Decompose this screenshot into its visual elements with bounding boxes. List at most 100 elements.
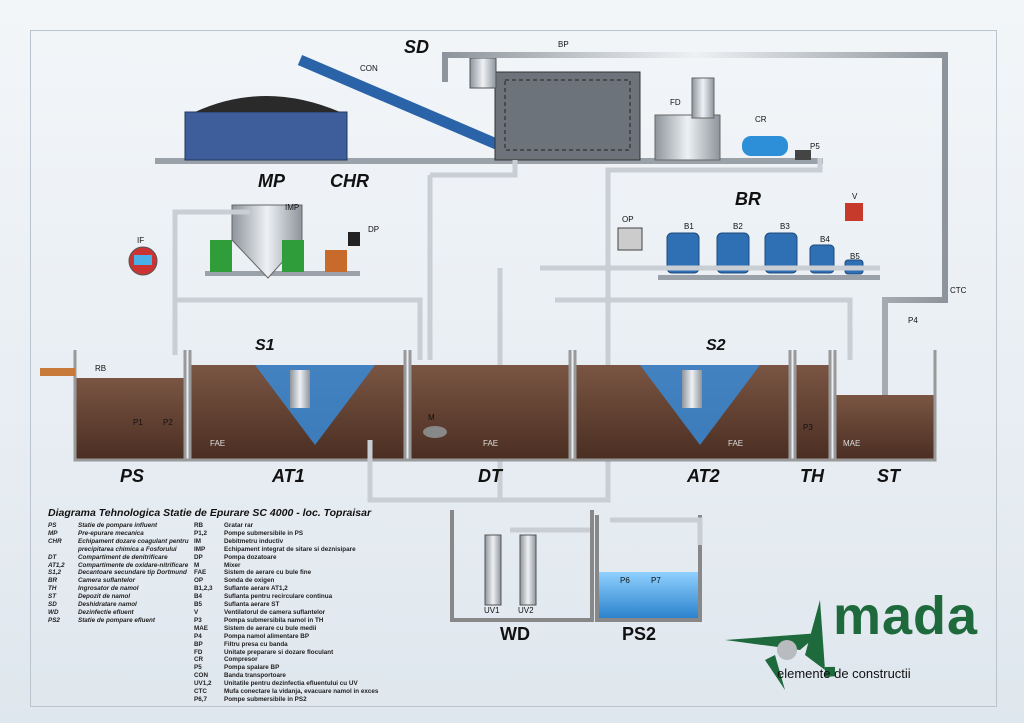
legend-key: PS (48, 522, 57, 529)
legend-row: B1,2,3 Suflante aerare AT1,2 (194, 585, 378, 593)
legend-value: Suflante aerare AT1,2 (224, 585, 288, 593)
logo-tagline: elemente de constructii (777, 666, 911, 681)
tag-b4: B4 (820, 235, 830, 244)
label-ps: PS (120, 466, 145, 486)
flocculant-unit (654, 114, 721, 161)
legend-value: Deshidratare namol (78, 601, 137, 609)
legend-key: P3 (194, 616, 202, 624)
legend-key: B4 (194, 593, 203, 601)
tag-p5: P5 (810, 142, 820, 151)
legend-key: P6,7 (194, 695, 207, 703)
legend-key: MP (48, 529, 58, 537)
tag-uv2: UV2 (518, 606, 534, 615)
logo-word: mada (833, 586, 979, 646)
legend-value: Dezinfectie efluent (78, 608, 134, 616)
legend-row: MAE Sistem de aerare cu bule medii (194, 625, 378, 633)
legend-value: Unitate preparare si dozare floculant (224, 648, 334, 656)
legend-value: Sistem de aerare cu bule fine (224, 569, 312, 577)
legend-value: Mixer (224, 561, 241, 569)
legend-key: IMP (194, 545, 206, 553)
tag-fae-2: FAE (483, 439, 499, 448)
mada-logo: mada elemente de constructii (725, 586, 995, 695)
tag-b1: B1 (684, 222, 694, 231)
legend-value: Pre-epurare mecanica (78, 529, 144, 537)
legend-key: MAE (194, 624, 208, 632)
tag-p7: P7 (651, 576, 661, 585)
legend-row: WD Dezinfectie efluent (48, 609, 208, 617)
legend-value: Sistem de aerare cu bule medii (224, 624, 317, 632)
tag-fae-1: FAE (210, 439, 226, 448)
label-s2: S2 (706, 337, 726, 354)
tag-p2: P2 (163, 418, 173, 427)
tag-b5: B5 (850, 252, 860, 261)
legend-key: DT (48, 553, 57, 561)
legend-key: M (194, 561, 200, 569)
tag-con: CON (360, 64, 378, 73)
sludge-pile (195, 96, 340, 112)
tag-rb: RB (95, 364, 107, 373)
legend-key: UV1,2 (194, 680, 212, 688)
tag-if: IF (137, 236, 145, 245)
tag-b2: B2 (733, 222, 743, 231)
legend-key: WD (48, 608, 59, 616)
legend-value: Camera suflantelor (78, 577, 136, 585)
tag-p4: P4 (908, 316, 918, 325)
legend-key: IM (194, 537, 201, 545)
legend-key: B5 (194, 601, 203, 609)
legend-key: P4 (194, 632, 202, 640)
legend-value: Banda transportoare (224, 672, 286, 680)
legend-value: Echipament dozare coagulant pentru preci… (78, 537, 189, 553)
legend-value: Sonda de oxigen (224, 577, 275, 585)
legend-key: PS2 (48, 616, 60, 624)
label-br: BR (735, 189, 761, 209)
basins (73, 350, 937, 462)
label-dt: DT (478, 466, 502, 486)
legend-key: ST (48, 593, 57, 601)
legend-value: Ingrosator de namol (78, 585, 139, 593)
legend-value: Unitatile pentru dezinfectia efluentului… (224, 680, 358, 688)
tag-bp: BP (558, 40, 569, 49)
legend-value: Statie de pompare influent (78, 522, 158, 529)
legend-value: Echipament integrat de sitare si deznisi… (224, 545, 356, 553)
tag-p1: P1 (133, 418, 143, 427)
label-ps2: PS2 (622, 624, 657, 644)
legend-value: Depozit de namol (78, 593, 131, 601)
legend-key: FD (194, 648, 203, 656)
tag-fae-3: FAE (728, 439, 744, 448)
tag-uv1: UV1 (484, 606, 500, 615)
tag-m: M (428, 413, 435, 422)
tag-mae: MAE (843, 439, 861, 448)
legend-key: BP (194, 640, 203, 648)
tag-op: OP (622, 215, 634, 224)
legend-row: M Mixer (194, 562, 378, 570)
legend-key: B1,2,3 (194, 585, 213, 593)
legend-value: Gratar rar (224, 522, 254, 529)
legend-key: S1,2 (48, 569, 61, 577)
legend-key: CR (194, 656, 204, 664)
legend-row: MP Pre-epurare mecanica (48, 530, 208, 538)
legend-value: Debitmetru inductiv (224, 537, 284, 545)
label-at1: AT1 (272, 466, 305, 486)
tag-ctc: CTC (950, 286, 967, 295)
legend-row: IM Debitmetru inductiv (194, 538, 378, 546)
